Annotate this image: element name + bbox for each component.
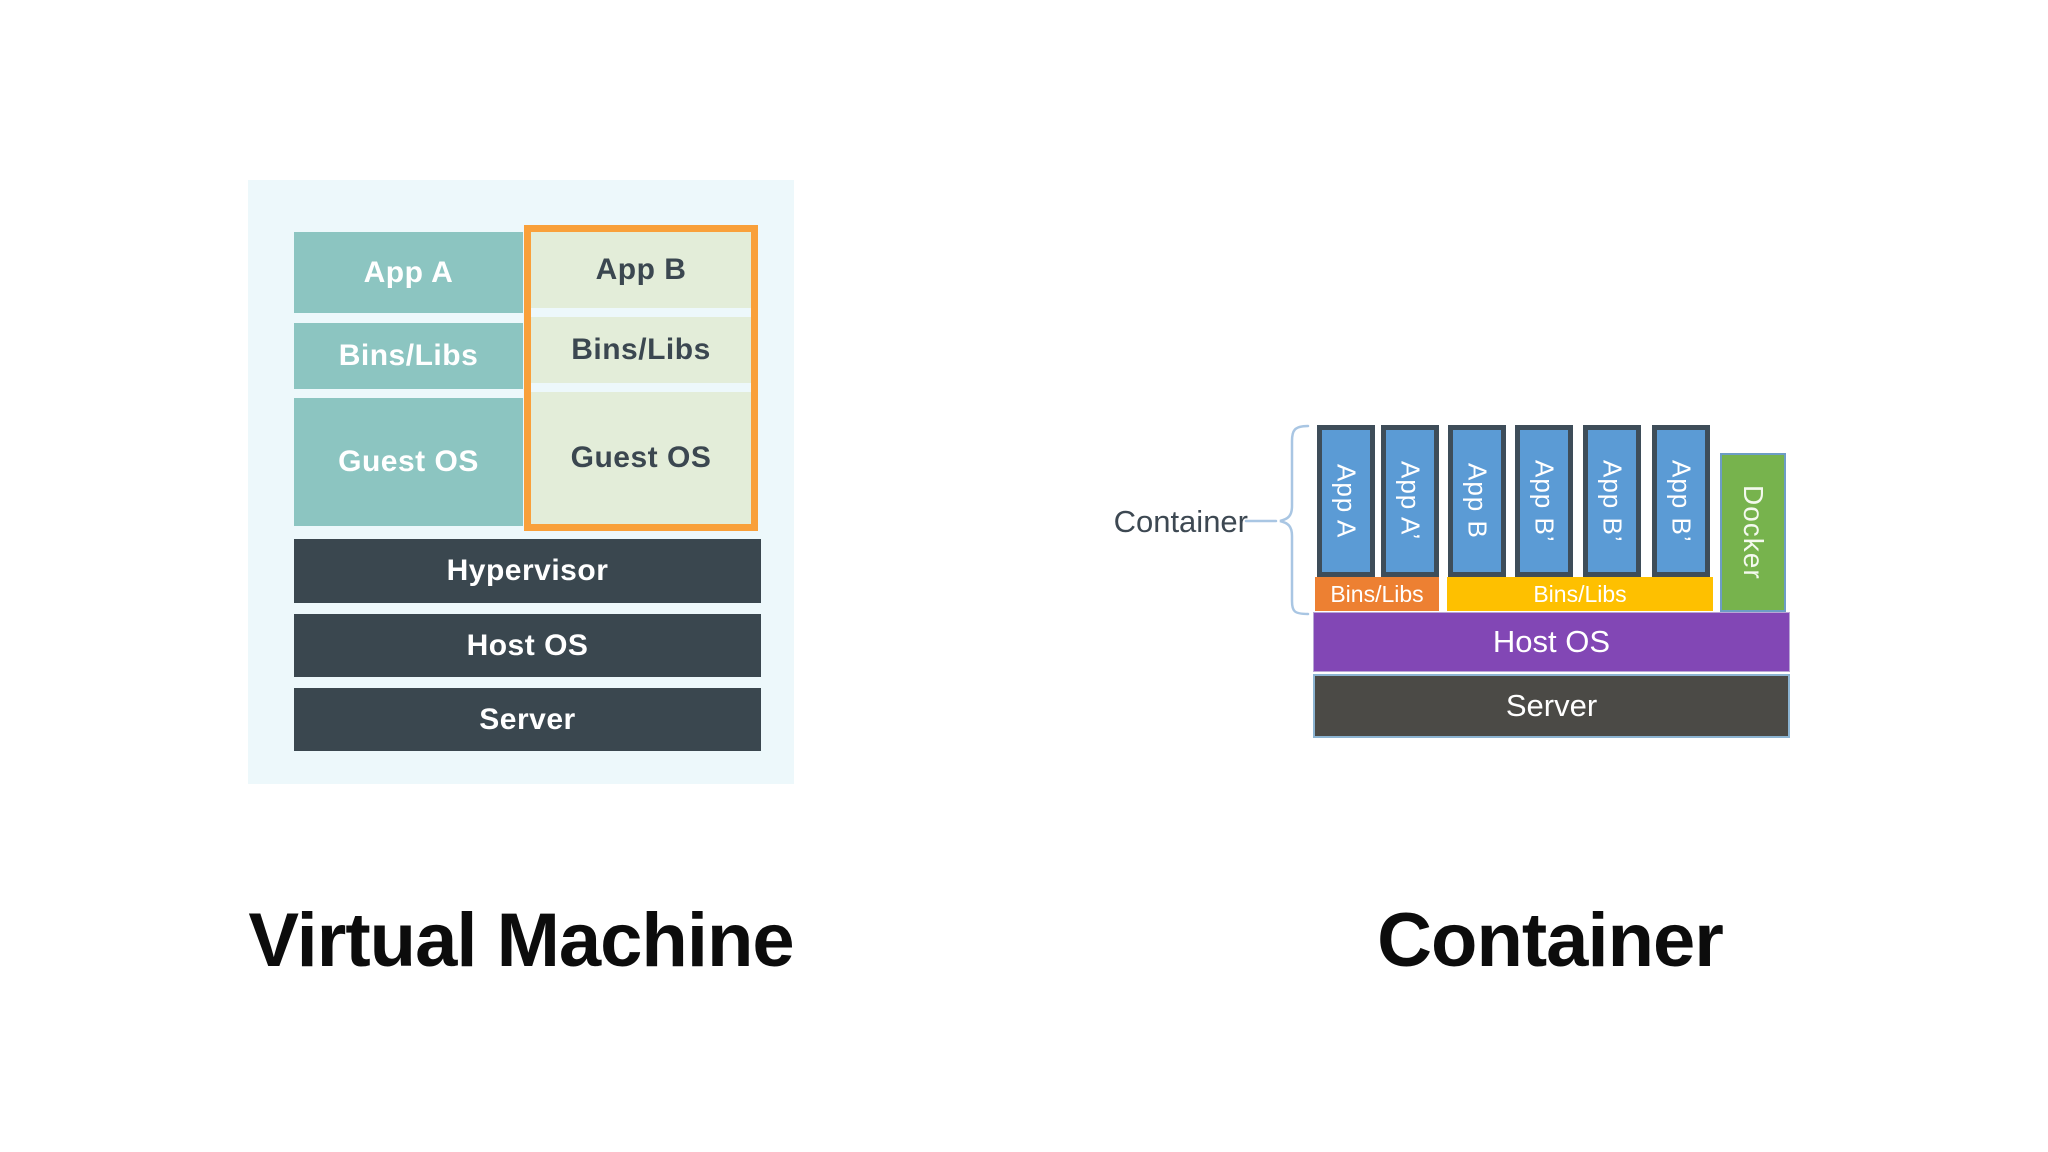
container-app-box-2: App A’ <box>1381 425 1439 577</box>
vm-a-bins-label: Bins/Libs <box>338 339 479 372</box>
container-server-box: Server <box>1313 674 1790 738</box>
container-app-label-1: App A <box>1331 463 1362 539</box>
vm-host-os-label: Host OS <box>466 628 589 662</box>
docker-label: Docker <box>1738 485 1769 580</box>
vm-a-guest-os-label: Guest OS <box>338 445 479 478</box>
container-app-label-2: App A’ <box>1395 461 1426 541</box>
vm-server-label: Server <box>479 702 576 736</box>
container-title: Container <box>1377 897 1724 983</box>
vm-b-app-label: App B <box>595 253 687 286</box>
bins-libs-box-yellow: Bins/Libs <box>1447 577 1713 611</box>
container-app-box-6: App B’ <box>1652 425 1710 577</box>
vm-diagram-panel: App A Bins/Libs Guest OS App B Bins/Libs… <box>248 180 794 784</box>
virtual-machine-title: Virtual Machine <box>248 897 794 983</box>
vm-b-highlight-frame: App B Bins/Libs Guest OS <box>524 225 758 531</box>
bins-libs-label-orange: Bins/Libs <box>1330 580 1424 607</box>
container-app-box-1: App A <box>1317 425 1375 577</box>
vm-b-bins-label: Bins/Libs <box>571 333 711 366</box>
vm-host-os-box: Host OS <box>294 614 761 677</box>
docker-box: Docker <box>1720 453 1786 612</box>
container-app-box-4: App B’ <box>1515 425 1573 577</box>
container-app-label-5: App B’ <box>1597 459 1628 543</box>
vm-a-app-box: App A <box>294 232 523 313</box>
container-host-os-label: Host OS <box>1492 624 1611 659</box>
bins-libs-label-yellow: Bins/Libs <box>1533 580 1627 607</box>
vm-b-guest-os-box: Guest OS <box>531 392 751 524</box>
vm-b-guest-os-label: Guest OS <box>570 441 712 474</box>
vm-b-bins-box: Bins/Libs <box>531 317 751 383</box>
vm-a-app-label: App A <box>363 255 454 289</box>
vm-a-guest-os-box: Guest OS <box>294 398 523 526</box>
container-app-label-6: App B’ <box>1666 459 1697 543</box>
container-brace-icon <box>1244 424 1310 616</box>
hypervisor-label: Hypervisor <box>446 554 609 587</box>
container-app-box-3: App B <box>1448 425 1506 577</box>
container-callout-label: Container <box>1113 504 1248 539</box>
container-app-label-4: App B’ <box>1529 459 1560 543</box>
container-server-label: Server <box>1505 688 1598 723</box>
container-app-box-5: App B’ <box>1583 425 1641 577</box>
vm-b-app-box: App B <box>531 232 751 308</box>
hypervisor-box: Hypervisor <box>294 539 761 603</box>
container-host-os-box: Host OS <box>1313 612 1790 672</box>
vm-a-bins-box: Bins/Libs <box>294 323 523 389</box>
bins-libs-box-orange: Bins/Libs <box>1315 577 1439 611</box>
vm-server-box: Server <box>294 688 761 751</box>
container-app-label-3: App B <box>1462 463 1493 539</box>
